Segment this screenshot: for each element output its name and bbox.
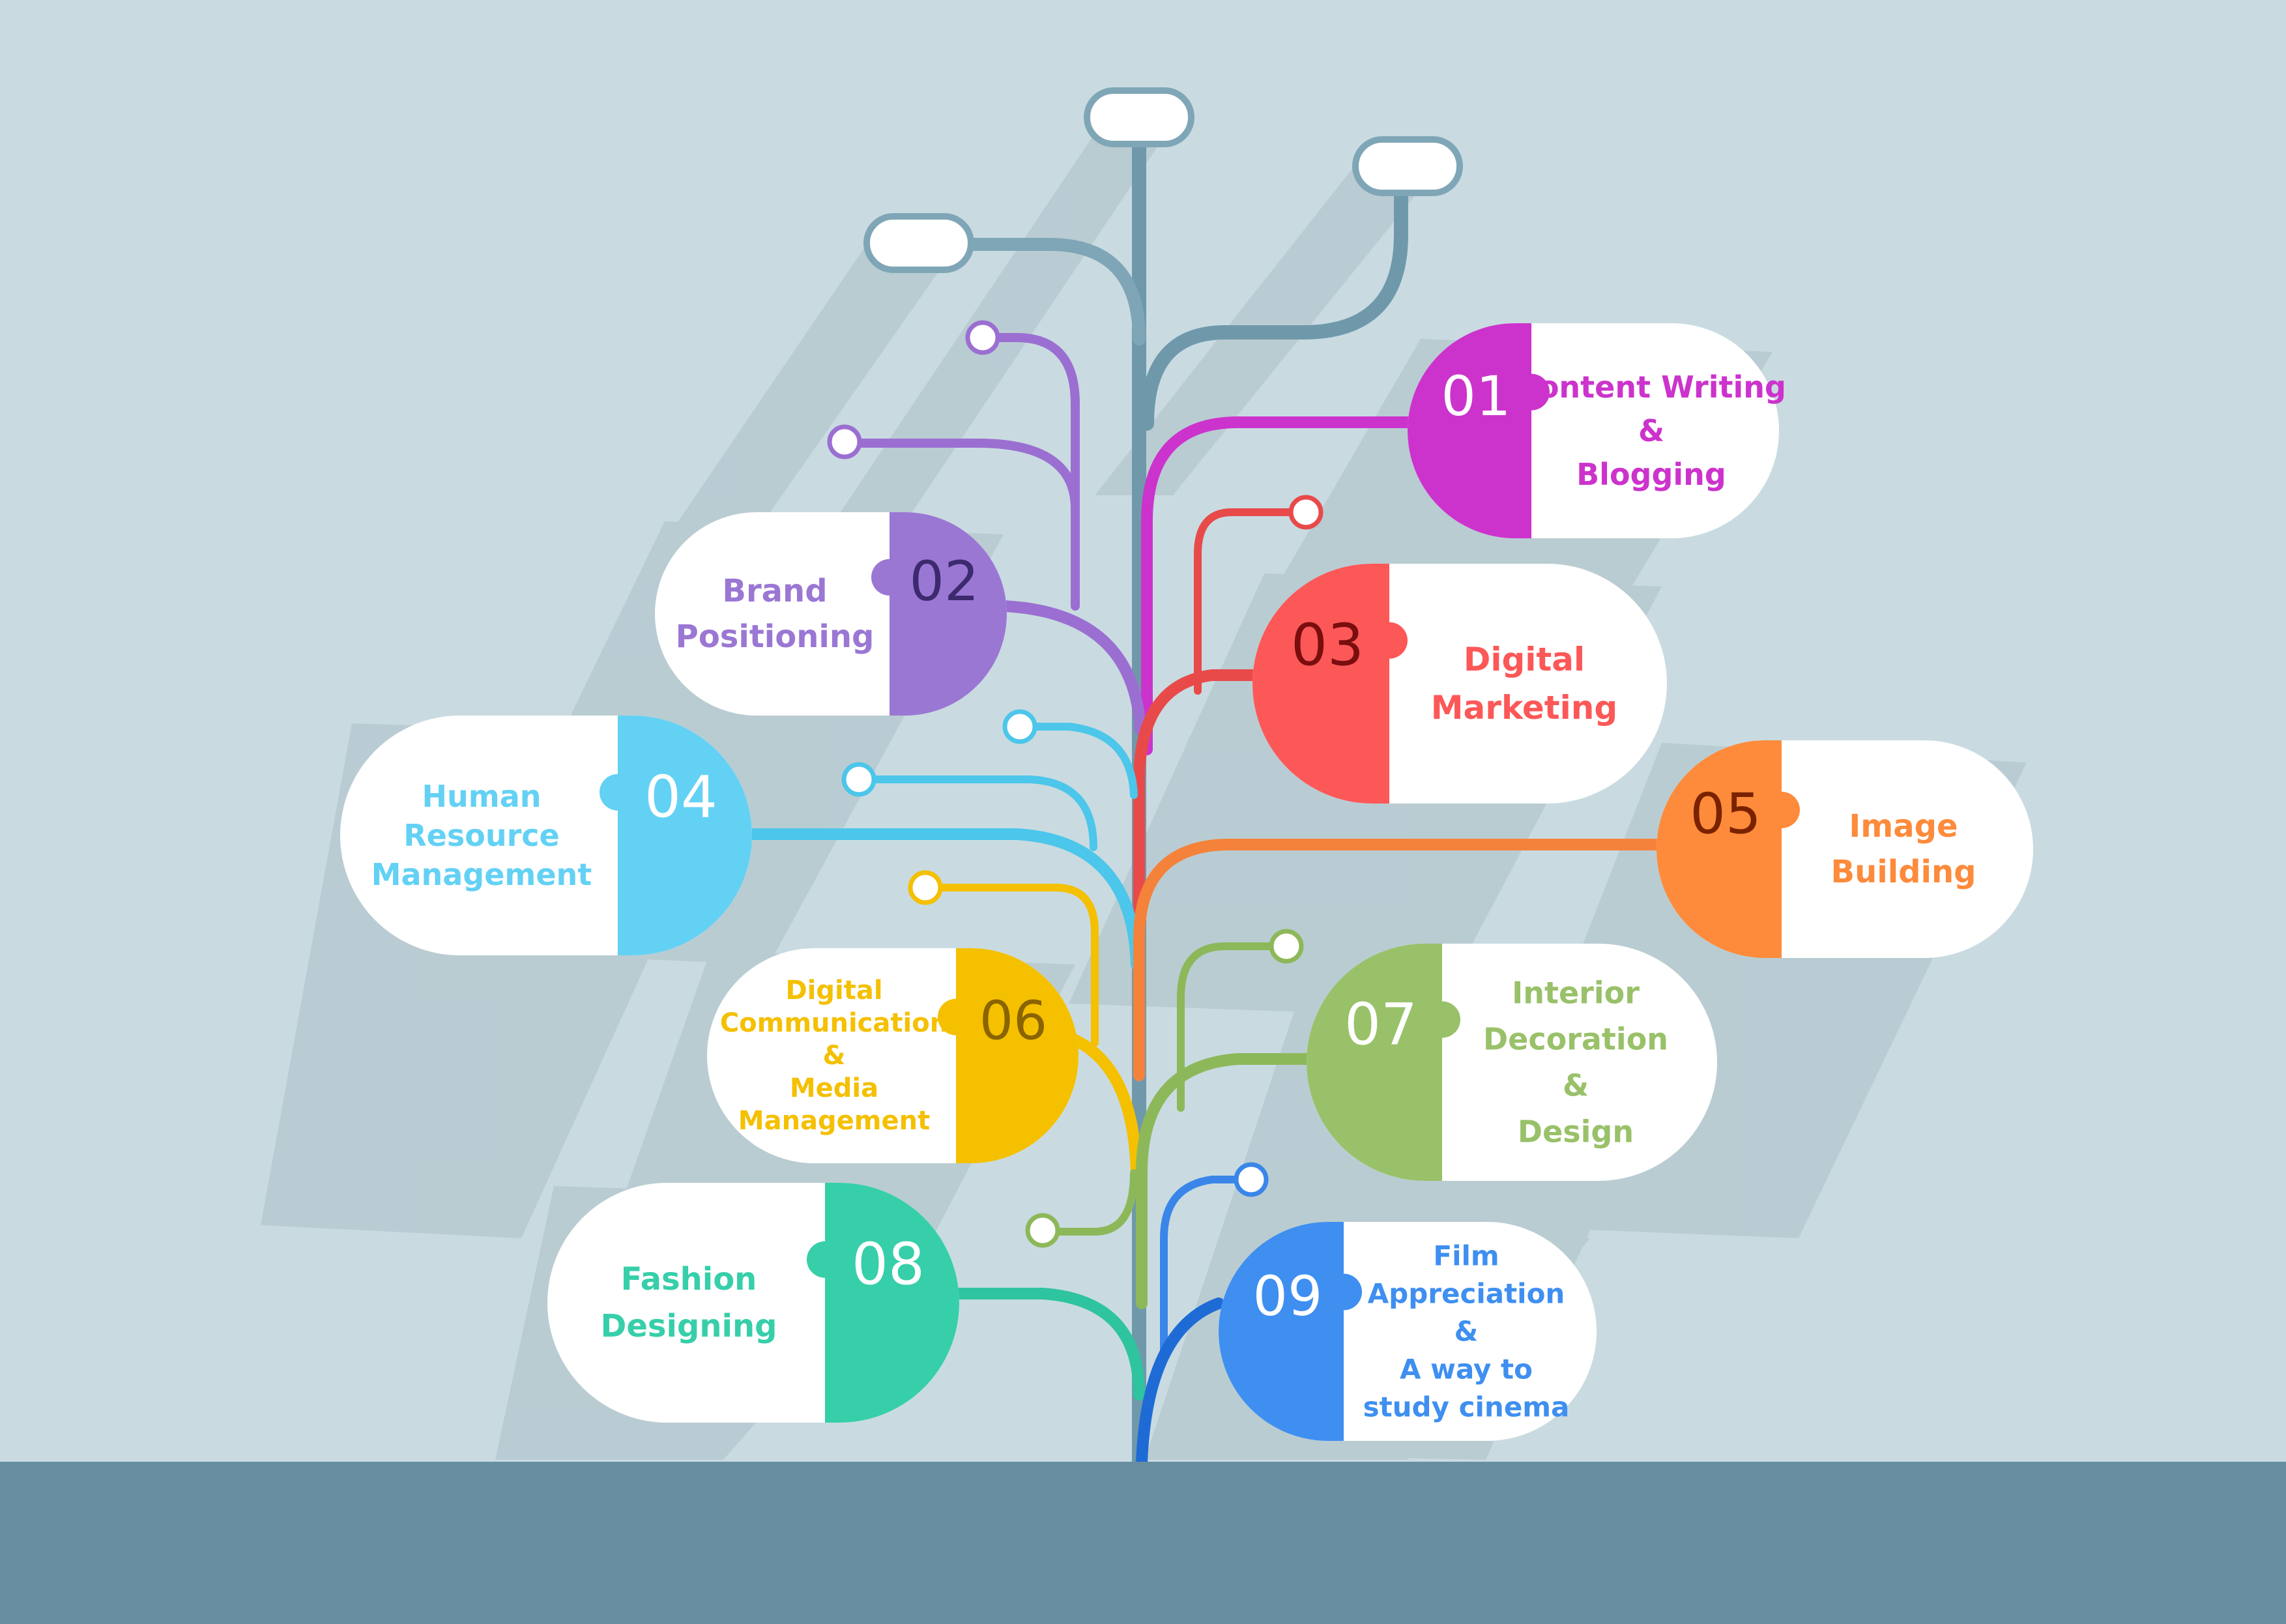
pill-knob [938,998,974,1036]
item-number: 05 [1690,782,1761,847]
item-label-line: Media [790,1073,878,1103]
colored-branches [744,333,1668,1469]
item-number: 01 [1441,364,1511,428]
item-label-line: Digital [1464,641,1585,678]
dot [1269,929,1304,964]
pill-knob [807,1241,843,1278]
dot [908,870,943,905]
top-cap-left [863,213,974,273]
item-number: 02 [910,549,979,613]
item-label-line: study cinema [1363,1391,1570,1423]
item-number: 04 [644,764,717,831]
item-label-line: Appreciation [1368,1278,1565,1310]
item-label-line: & [823,1041,846,1071]
dot [1025,1213,1060,1248]
dot [1234,1162,1269,1197]
item-label-line: A way to [1400,1354,1533,1385]
item-label-line: Film [1433,1240,1499,1272]
pill-knob [1371,622,1408,659]
item-label-line: & [1563,1068,1589,1103]
item-label-line: Communication [720,1008,948,1038]
item-label-line: & [1454,1316,1479,1348]
pill-knob [871,558,908,596]
dot [965,320,1000,355]
item-label-line: Decoration [1483,1022,1668,1057]
item-label-line: Positioning [676,618,875,655]
item-label-line: Image [1849,808,1958,845]
item-label-line: Designing [601,1308,777,1344]
item-label-line: Design [1518,1114,1634,1150]
item-number: 08 [852,1231,925,1298]
item-number: 09 [1253,1264,1323,1328]
dot [841,762,876,797]
item-label-line: Management [371,857,592,892]
item-label-line: Blogging [1576,457,1726,492]
item-label-line: Brand [722,573,827,609]
item-number: 03 [1291,612,1364,679]
item-label-line: & [1638,413,1664,448]
item-label-line: Resource [403,818,560,853]
dot [1288,495,1324,530]
item-label-line: Building [1830,854,1976,890]
dot [1002,709,1037,744]
item-label-line: Marketing [1431,689,1617,727]
pill-knob [1325,1273,1362,1311]
item-number: 06 [979,991,1047,1052]
ground [0,1462,2286,1624]
branch-dots [827,320,1324,1248]
item-label-line: Fashion [621,1261,757,1298]
item-label-line: Content Writing [1516,370,1786,405]
pill-knob [1424,1001,1460,1038]
pill-knob [1513,373,1550,411]
item-label-line: Digital [785,976,882,1006]
item-label-line: Interior [1512,976,1640,1011]
top-caps [863,87,1463,273]
item-number: 07 [1344,991,1417,1058]
top-cap-center [1084,87,1194,147]
item-label-line: Management [738,1106,930,1136]
dot [827,424,862,459]
top-cap-right [1352,136,1463,196]
pill-knob [600,774,636,811]
item-label-line: Human [422,779,542,814]
pill-knob [1763,791,1800,828]
